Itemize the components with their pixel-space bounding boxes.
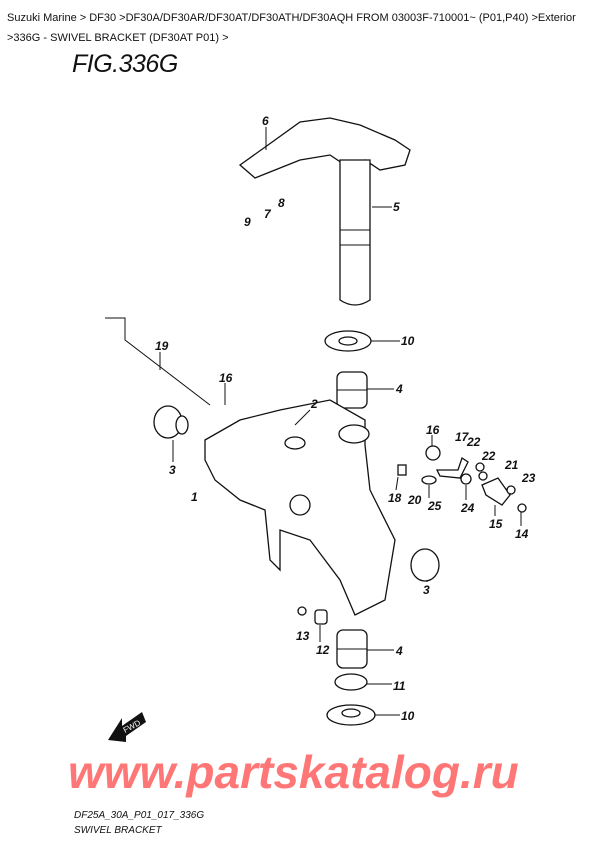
callout-20[interactable]: 20 xyxy=(407,493,422,507)
drawing-code: DF25A_30A_P01_017_336G xyxy=(74,810,205,821)
callout-9[interactable]: 9 xyxy=(244,215,251,229)
callout-25[interactable]: 25 xyxy=(427,499,442,513)
figure-title: FIG.336G xyxy=(72,50,178,78)
callout-6[interactable]: 6 xyxy=(262,114,269,128)
washer-11[interactable] xyxy=(334,673,368,691)
steering-shaft[interactable] xyxy=(339,159,371,306)
callout-11[interactable]: 11 xyxy=(393,679,406,693)
callout-7[interactable]: 7 xyxy=(264,207,272,221)
callout-10b[interactable]: 10 xyxy=(401,709,415,723)
callout-22b[interactable]: 22 xyxy=(481,449,496,463)
callout-21[interactable]: 21 xyxy=(504,458,519,472)
callout-16[interactable]: 16 xyxy=(219,371,233,385)
callout-19[interactable]: 19 xyxy=(155,339,169,353)
fwd-arrow-icon xyxy=(108,712,146,742)
callout-1[interactable]: 1 xyxy=(191,490,198,504)
callout-17[interactable]: 17 xyxy=(455,430,470,444)
callout-15[interactable]: 15 xyxy=(489,517,503,531)
callout-16b[interactable]: 16 xyxy=(426,423,440,437)
callout-3b[interactable]: 3 xyxy=(423,583,430,597)
callout-24[interactable]: 24 xyxy=(460,501,475,515)
callout-2[interactable]: 2 xyxy=(310,397,318,411)
callout-22[interactable]: 22 xyxy=(466,435,481,449)
callout-13[interactable]: 13 xyxy=(296,629,310,643)
callout-10[interactable]: 10 xyxy=(401,334,415,348)
callout-14[interactable]: 14 xyxy=(515,527,529,541)
tilt-lever[interactable] xyxy=(435,456,469,479)
tilt-rod[interactable] xyxy=(105,317,211,406)
drawing-info: DF25A_30A_P01_017_336G SWIVEL BRACKET xyxy=(74,808,204,838)
watermark: www.partskatalog.ru xyxy=(68,746,519,798)
plate-15[interactable] xyxy=(481,477,511,506)
callout-12[interactable]: 12 xyxy=(316,643,330,657)
breadcrumb[interactable]: Suzuki Marine > DF30 >DF30A/DF30AR/DF30A… xyxy=(7,12,576,44)
callout-4b[interactable]: 4 xyxy=(395,644,403,658)
drawing-caption: SWIVEL BRACKET xyxy=(74,825,162,836)
bushing-16-right[interactable] xyxy=(425,445,441,461)
callout-18[interactable]: 18 xyxy=(388,491,402,505)
callout-4[interactable]: 4 xyxy=(395,382,403,396)
callout-8[interactable]: 8 xyxy=(278,196,285,210)
callout-3[interactable]: 3 xyxy=(169,463,176,477)
callout-23[interactable]: 23 xyxy=(521,471,536,485)
callout-5[interactable]: 5 xyxy=(393,200,400,214)
steering-bracket[interactable] xyxy=(238,117,411,179)
bushing-right[interactable] xyxy=(410,548,440,582)
